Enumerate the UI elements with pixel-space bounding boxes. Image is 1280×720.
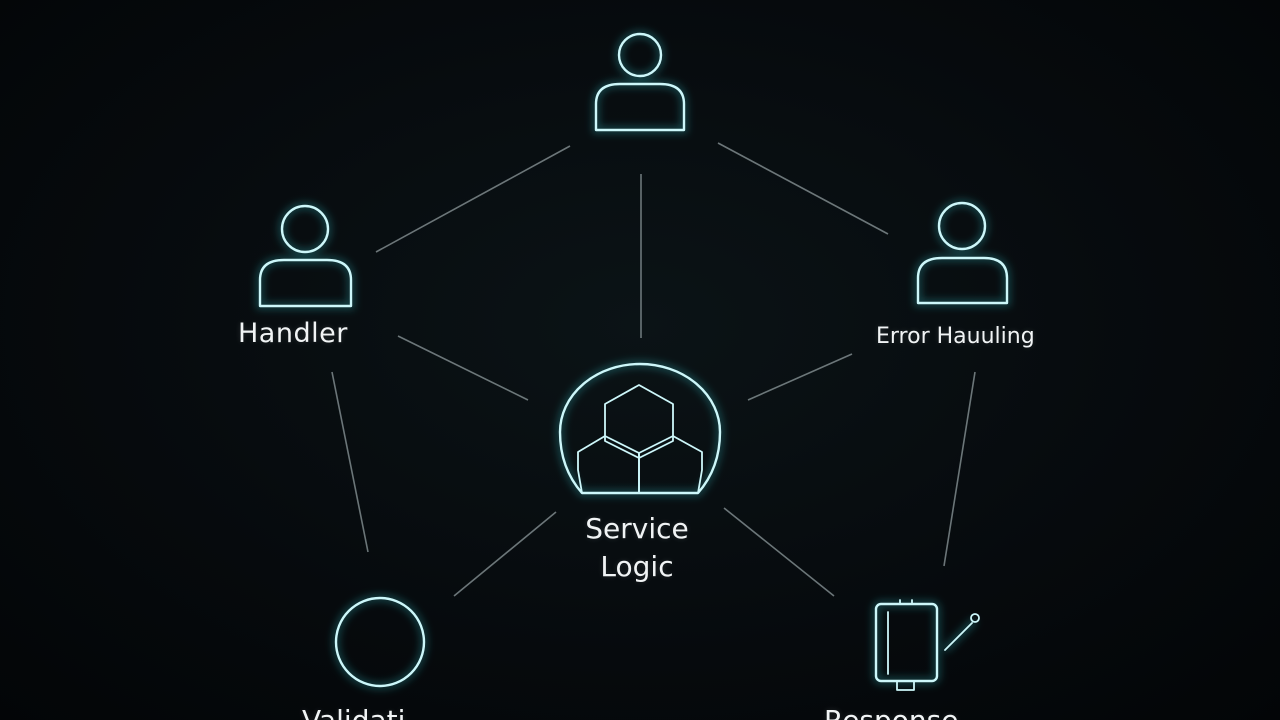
node-label-validation: Validati [302, 704, 405, 720]
node-label-service-line1: Service [585, 512, 689, 545]
edge-error-service [747, 353, 853, 401]
node-label-response: Response [824, 704, 958, 720]
edge-service-validation [453, 511, 557, 597]
user-icon [914, 199, 1011, 307]
edge-top-handler [375, 145, 571, 253]
node-label-handler: Handler [238, 318, 348, 349]
device-icon [872, 599, 980, 691]
circle-icon [332, 594, 428, 690]
edge-top-error [717, 142, 889, 235]
node-label-error-handling: Error Hauuling [876, 324, 1035, 349]
user-icon [256, 202, 355, 310]
edge-error-response [943, 371, 976, 567]
user-icon [592, 30, 688, 134]
node-label-service-line2: Logic [600, 550, 674, 583]
hexagon-cluster-icon [556, 360, 724, 497]
node-label-service-logic: Service Logic [566, 510, 708, 586]
edge-handler-service [397, 335, 529, 401]
connectors [331, 142, 976, 597]
edge-service-response [723, 507, 835, 597]
edge-handler-validation [331, 371, 369, 553]
